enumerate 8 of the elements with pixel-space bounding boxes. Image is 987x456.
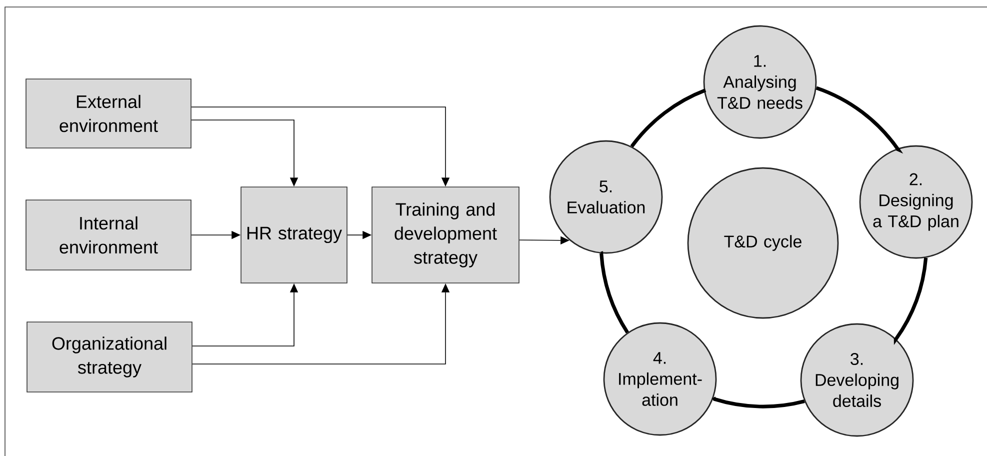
ring-arc [712, 396, 805, 408]
process-box: HR strategy [240, 186, 348, 284]
process-box: Internal environment [26, 200, 192, 270]
process-box: External environment [26, 78, 192, 148]
ring-arc [599, 252, 630, 334]
process-box: Organizational strategy [26, 322, 192, 392]
process-box: Training and development strategy [372, 186, 520, 284]
ring-arc [630, 88, 708, 148]
